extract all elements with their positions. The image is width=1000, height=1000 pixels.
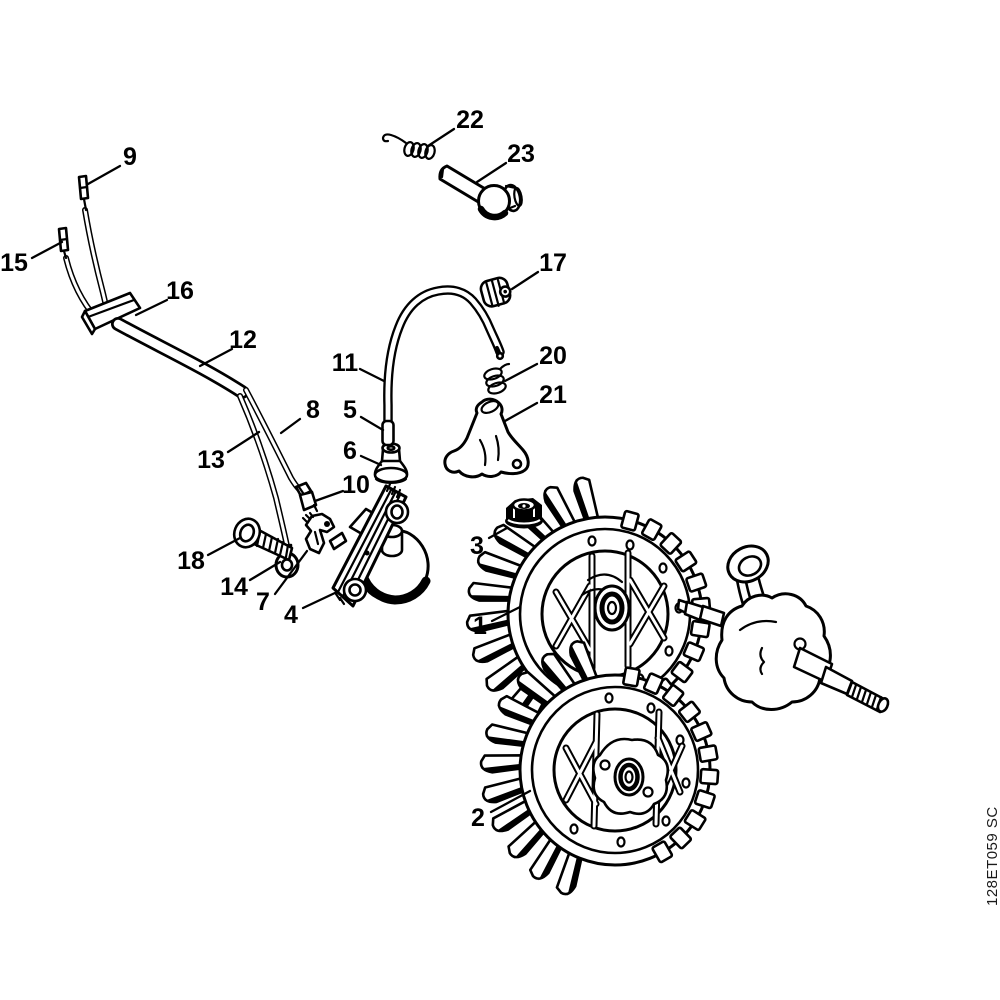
leader-line-14 <box>248 560 282 582</box>
part-label-17: 17 <box>539 249 567 277</box>
spring-22 <box>381 133 436 160</box>
leader-line-7 <box>273 549 309 596</box>
spade-terminal-10 <box>294 481 319 513</box>
part-label-10: 10 <box>342 471 370 499</box>
screw-18 <box>232 517 294 562</box>
leader-line-15 <box>30 240 64 260</box>
wiring-harness-group <box>57 174 319 579</box>
leader-line-9 <box>86 164 122 186</box>
leader-line-10 <box>313 489 345 503</box>
leader-line-4 <box>301 590 339 610</box>
part-label-12: 12 <box>229 326 257 354</box>
part-label-2: 2 <box>471 804 485 832</box>
part-label-5: 5 <box>343 396 357 424</box>
part-label-22: 22 <box>456 106 484 134</box>
leader-line-11 <box>358 367 386 383</box>
leader-line-12 <box>198 347 234 368</box>
part-label-13: 13 <box>197 446 225 474</box>
leader-line-3 <box>487 526 509 540</box>
spring-20 <box>483 362 511 395</box>
wire-sleeve-5 <box>381 419 395 447</box>
wire-guide-block-16 <box>80 291 142 336</box>
spark-plug-boot-21 <box>443 397 530 479</box>
leader-line-1 <box>490 605 522 623</box>
flywheel-2 <box>479 640 720 896</box>
contact-clip-7 <box>301 511 336 555</box>
part-label-18: 18 <box>177 547 205 575</box>
leader-line-22 <box>426 127 456 148</box>
leader-line-17 <box>510 270 540 291</box>
part-label-23: 23 <box>507 140 535 168</box>
leader-line-21 <box>503 401 539 423</box>
part-label-15: 15 <box>0 249 28 277</box>
part-label-4: 4 <box>284 601 298 629</box>
leader-line-16 <box>134 298 169 317</box>
part-label-9: 9 <box>123 143 137 171</box>
lock-lever-23 <box>438 164 523 221</box>
leader-line-5 <box>359 415 385 432</box>
part-label-1: 1 <box>473 612 487 640</box>
leader-line-20 <box>503 362 539 383</box>
leader-line-8 <box>279 417 302 435</box>
crankshaft <box>676 544 890 714</box>
leader-line-2 <box>489 789 532 814</box>
part-label-7: 7 <box>256 588 270 616</box>
leader-line-23 <box>475 161 508 184</box>
crankshaft-counterweight <box>714 592 832 711</box>
grommet-17 <box>479 276 512 308</box>
part-label-6: 6 <box>343 437 357 465</box>
part-label-11: 11 <box>332 349 359 377</box>
part-label-20: 20 <box>539 342 567 370</box>
part-label-16: 16 <box>166 277 194 305</box>
leader-line-13 <box>226 430 261 454</box>
watermark: 128ET059 SC <box>984 806 1000 906</box>
flange-nut-3 <box>505 498 543 529</box>
spark-plug-wire-11 <box>383 285 505 437</box>
part-label-3: 3 <box>470 532 484 560</box>
part-label-21: 21 <box>539 381 567 409</box>
flywheel-2-teeth <box>622 666 720 864</box>
ignition-module-4 <box>328 482 431 608</box>
leader-line-18 <box>206 536 242 557</box>
part-label-8: 8 <box>306 396 320 424</box>
leader-line-6 <box>359 454 383 467</box>
part-label-14: 14 <box>220 573 248 601</box>
